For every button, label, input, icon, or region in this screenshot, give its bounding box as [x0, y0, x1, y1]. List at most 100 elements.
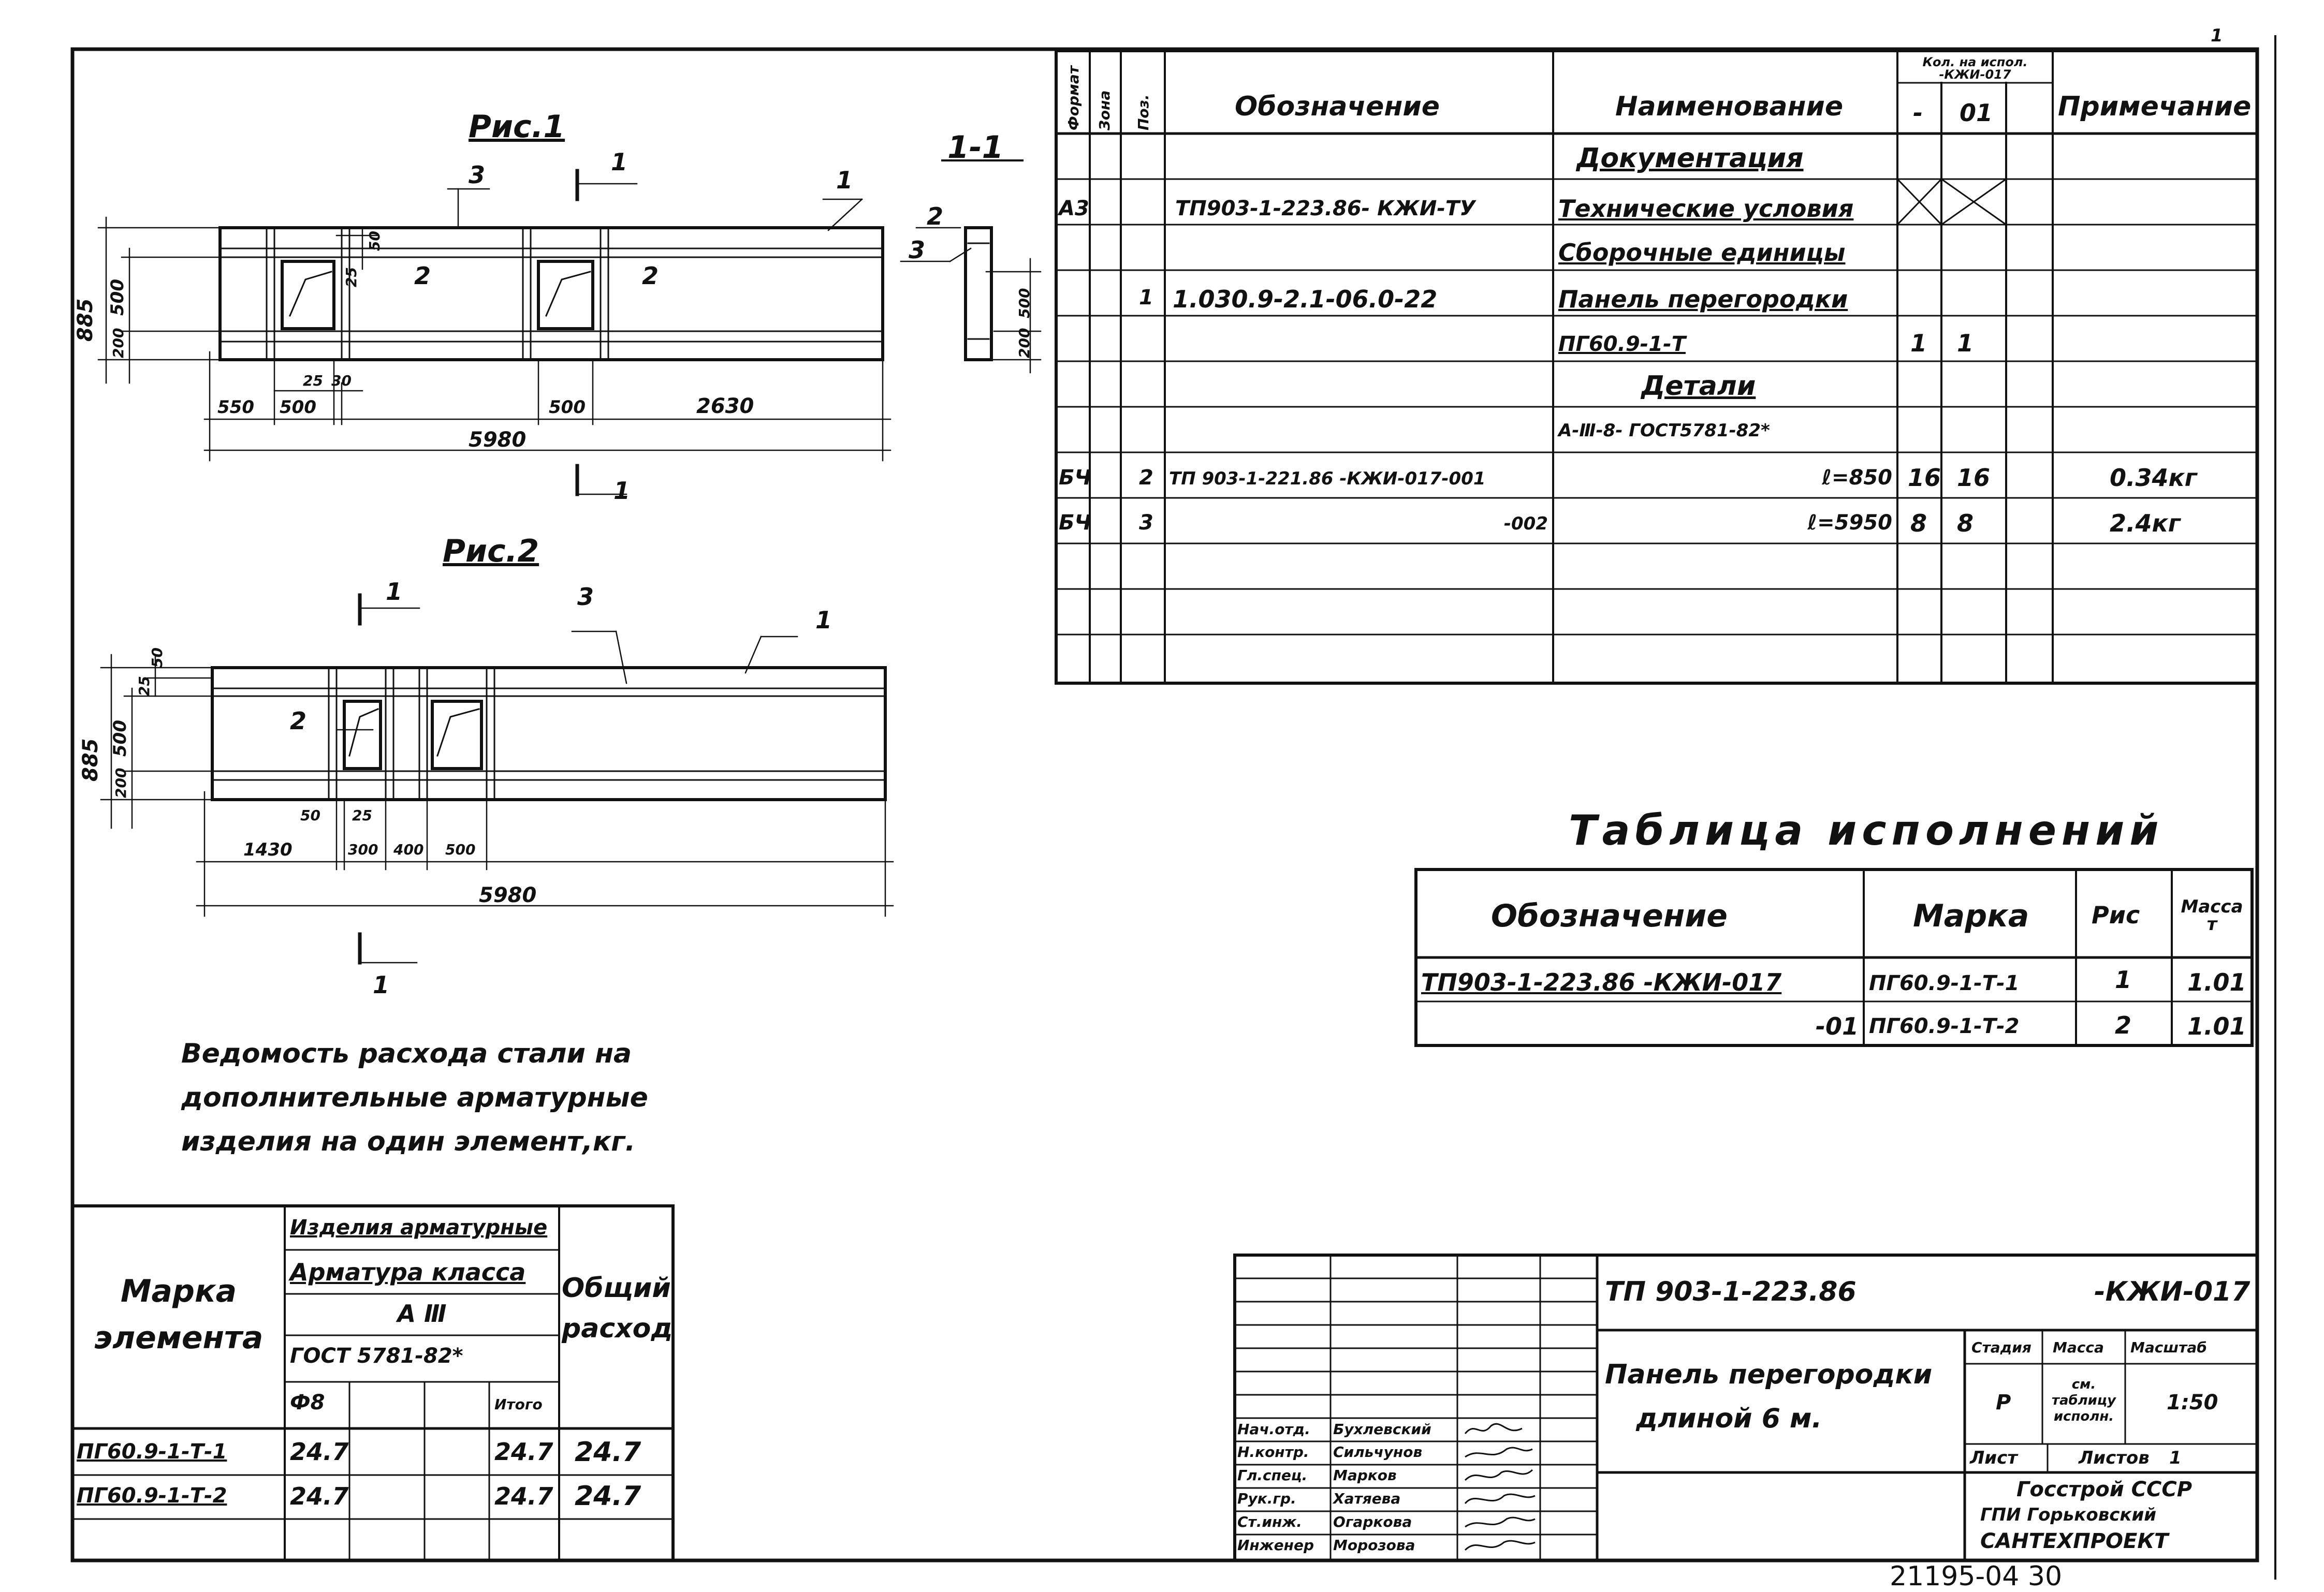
spec-row-4-qb: 1 [1957, 329, 1974, 357]
variants-header-fig: Рис [2092, 901, 2140, 929]
section-dim-500: 500 [1016, 288, 1033, 318]
people-2-name: Марков [1333, 1467, 1397, 1484]
fig2-cut-label-bottom: 1 [373, 971, 390, 999]
steel-row-0-total: 24.7 [575, 1437, 641, 1468]
spec-header-zone: Зона [1096, 90, 1113, 130]
title-scale-label: Масштаб [2130, 1339, 2207, 1356]
fig2-title: Рис.2 [443, 533, 539, 569]
signature-scribbles [1464, 1423, 1536, 1551]
section-title: 1-1 [947, 129, 1004, 166]
section-callout-3: 3 [909, 236, 926, 264]
steel-header-subtotal: Итого [494, 1396, 543, 1413]
spec-row-8-qb: 8 [1957, 509, 1974, 537]
title-scale: 1:50 [2167, 1391, 2218, 1414]
fig1-callout-2b: 2 [642, 262, 659, 290]
section-callout-2: 2 [927, 202, 944, 230]
people-1-role: Н.контр. [1237, 1443, 1309, 1461]
spec-header-designation: Обозначение [1235, 91, 1440, 122]
fig1-dim-2630: 2630 [696, 394, 754, 418]
spec-header-pos: Поз. [1135, 94, 1152, 130]
steel-row-0-subtotal: 24.7 [494, 1438, 553, 1466]
variants-header-designation: Обозначение [1491, 898, 1728, 934]
spec-row-7-designation: ТП 903-1-221.86 -КЖИ-017-001 [1169, 468, 1486, 489]
title-sheet-label: Лист [1970, 1448, 2018, 1468]
fig2-callout-1: 1 [815, 606, 832, 634]
fig1-dim-25: 25 [303, 372, 323, 389]
steel-row-1-d8: 24.7 [290, 1482, 349, 1510]
spec-row-3-name: Панель перегородки [1558, 285, 1848, 313]
fig1-dim-500: 500 [107, 279, 128, 316]
fig2-panel [211, 666, 887, 801]
people-4-role: Ст.инж. [1237, 1513, 1302, 1530]
spec-header-name: Наименование [1615, 91, 1844, 122]
section-1-1 [900, 159, 1042, 374]
spec-row-7-format: БЧ [1059, 466, 1091, 490]
steel-header-items: Изделия арматурные [290, 1216, 548, 1240]
variants-grid [1414, 868, 2254, 1047]
fig2-dim-300: 300 [348, 841, 378, 858]
people-5-role: Инженер [1237, 1537, 1314, 1554]
variants-row-1-fig: 2 [2115, 1011, 2132, 1039]
fig1-dim-885: 885 [74, 298, 97, 342]
title-sheets-label: Листов [2079, 1448, 2150, 1468]
variants-row-1-designation: -01 [1815, 1012, 1859, 1040]
steel-note-line-1: Ведомость расхода стали на [181, 1038, 632, 1069]
title-mass: см. таблицу исполн. [2051, 1377, 2116, 1425]
people-5-name: Морозова [1333, 1537, 1415, 1554]
title-stage-label: Стадия [1971, 1339, 2031, 1356]
title-sheets-count: 1 [2169, 1448, 2182, 1468]
variants-row-0-mass: 1.01 [2187, 968, 2246, 996]
spec-row-1-format: А3 [1059, 197, 1089, 220]
spec-row-1-designation: ТП903-1-223.86- КЖИ-ТУ [1175, 197, 1476, 220]
variants-header-mark: Марка [1913, 898, 2029, 934]
fig1-dim-30: 30 [331, 372, 352, 389]
variants-row-1-mass: 1.01 [2187, 1012, 2246, 1040]
spec-row-4-qa: 1 [1910, 329, 1927, 357]
variants-title: Таблица исполнений [1569, 806, 2164, 854]
fig1-title: Рис.1 [469, 109, 565, 145]
spec-header-qty-b: 01 [1960, 99, 1993, 127]
page-number: 1 [2211, 25, 2223, 46]
steel-row-1-subtotal: 24.7 [494, 1482, 553, 1510]
variants-row-0-fig: 1 [2115, 966, 2132, 994]
fig1-cut-label-bottom: 1 [613, 477, 631, 505]
spec-row-8-pos: 3 [1139, 511, 1153, 535]
fig1-dim-25v: 25 [343, 267, 360, 287]
steel-row-1-total: 24.7 [575, 1481, 641, 1512]
spec-row-0-name: Документация [1576, 143, 1804, 174]
fig1-dim-500b: 500 [549, 397, 586, 418]
fig1-dim-200: 200 [110, 328, 127, 358]
people-3-role: Рук.гр. [1237, 1490, 1296, 1507]
steel-note-line-3: изделия на один элемент,кг. [181, 1126, 636, 1157]
fig2-dim-25: 25 [352, 807, 372, 824]
spec-row-8-designation: -002 [1503, 513, 1548, 534]
steel-header-gost: ГОСТ 5781-82* [290, 1344, 463, 1368]
fig1-dim-5980: 5980 [469, 428, 527, 452]
fig2-dim-25v: 25 [136, 676, 153, 696]
fig1-panel [218, 226, 884, 361]
people-1-name: Сильчунов [1333, 1443, 1423, 1461]
fig1-cut-label-top: 1 [611, 148, 628, 176]
title-code-suffix: -КЖИ-017 [2094, 1276, 2250, 1307]
fig1-dim-500a: 500 [280, 397, 316, 418]
steel-header-total: Общий расход [562, 1273, 673, 1344]
variants-row-0-mark: ПГ60.9-1-Т-1 [1869, 971, 2020, 995]
fig2-dim-500: 500 [445, 841, 476, 858]
fig1-callout-2a: 2 [414, 262, 431, 290]
variants-header-mass: Масса т [2181, 896, 2243, 935]
title-org-line-3: САНТЕХПРОЕКТ [1980, 1529, 2169, 1553]
spec-row-7-name: ℓ=850 [1822, 466, 1892, 490]
steel-header-mark: Марка элемента [94, 1273, 264, 1356]
spec-row-7-note: 0.34кг [2110, 464, 2197, 492]
title-code: ТП 903-1-223.86 [1605, 1276, 1857, 1307]
people-2-role: Гл.спец. [1237, 1467, 1308, 1484]
section-dim-200: 200 [1016, 328, 1033, 358]
fig2-dim-1430: 1430 [243, 839, 293, 860]
fig2-cut-label-top: 1 [386, 578, 403, 606]
fig2-dim-885: 885 [79, 738, 103, 782]
people-4-name: Огаркова [1333, 1513, 1412, 1530]
steel-row-0-mark: ПГ60.9-1-Т-1 [77, 1440, 227, 1464]
spec-grid [1055, 49, 2259, 685]
title-name-line-1: Панель перегородки [1605, 1359, 1933, 1390]
